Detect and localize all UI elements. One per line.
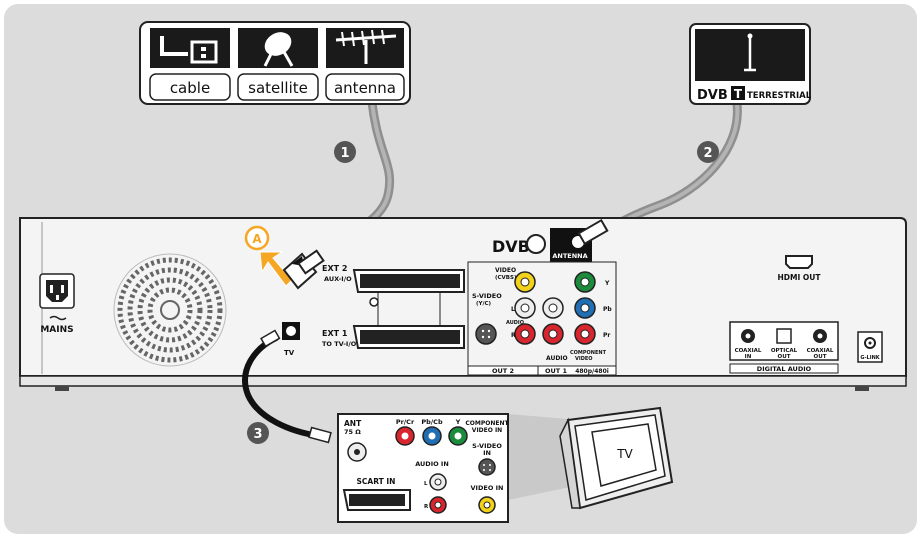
step-1-marker: 1 xyxy=(334,141,356,163)
svg-text:(CVBS): (CVBS) xyxy=(495,275,517,281)
mains-socket: MAINS xyxy=(39,273,75,335)
cable-3-plug-top xyxy=(260,329,281,348)
digital-audio-label: DIGITAL AUDIO xyxy=(757,365,812,373)
tv-antenna-input: TV xyxy=(282,322,300,357)
tv-label: TV xyxy=(616,447,633,461)
svg-text:OUT: OUT xyxy=(814,354,827,360)
step-3-marker: 3 xyxy=(247,422,269,444)
coax-plug-a xyxy=(282,249,325,290)
cable-3-plug-bottom xyxy=(308,426,332,444)
svg-text:Pb/Cb: Pb/Cb xyxy=(421,418,443,426)
coax-plug-2 xyxy=(577,218,609,246)
tower-icon xyxy=(744,33,756,72)
svg-text:L: L xyxy=(511,306,515,313)
svg-text:AUDIO IN: AUDIO IN xyxy=(415,460,449,468)
source-box: cable satellite antenna xyxy=(139,21,411,105)
svg-text:Pb: Pb xyxy=(603,306,612,313)
svg-text:S-VIDEO: S-VIDEO xyxy=(472,292,502,300)
dvb-t-letter: T xyxy=(734,87,743,101)
svg-text:R: R xyxy=(511,332,516,339)
svg-text:COAXIAL: COAXIAL xyxy=(807,348,834,354)
av-output-block: VIDEO (CVBS) S-VIDEO (Y/C) AUDIO AUDIO C… xyxy=(467,261,617,376)
out1-resolution: 480p/480i xyxy=(575,368,609,375)
antenna-input-label: ANTENNA xyxy=(552,252,587,260)
terrestrial-label: TERRESTRIAL xyxy=(747,91,812,101)
svg-text:R: R xyxy=(424,504,429,510)
ground-screw xyxy=(369,297,379,307)
svg-text:COMPONENT: COMPONENT xyxy=(570,350,607,356)
svg-text:1: 1 xyxy=(340,146,349,161)
ext2-sub-label: AUX-I/O xyxy=(324,275,352,283)
svg-text:A: A xyxy=(252,232,262,246)
svg-text:VIDEO IN: VIDEO IN xyxy=(472,427,502,434)
svg-text:Y: Y xyxy=(455,418,461,426)
svg-text:AUDIO: AUDIO xyxy=(506,320,524,326)
antenna-input: ANTENNA xyxy=(550,228,592,262)
fan-grille xyxy=(113,253,227,367)
svg-text:VIDEO IN: VIDEO IN xyxy=(471,484,504,492)
svg-text:COAXIAL: COAXIAL xyxy=(735,348,762,354)
svg-text:75 Ω: 75 Ω xyxy=(344,428,361,436)
cable-label: cable xyxy=(170,79,210,97)
recorder-rear-panel: MAINS A EXT 2 AUX-I/O xyxy=(19,217,907,391)
antenna-label: antenna xyxy=(334,79,396,97)
svg-text:Pr: Pr xyxy=(603,332,610,339)
digital-audio-block: COAXIAL IN OPTICAL OUT COAXIAL OUT DIGIT… xyxy=(729,321,839,374)
svg-text:(Y/C): (Y/C) xyxy=(476,301,492,307)
svg-text:OPTICAL: OPTICAL xyxy=(771,348,798,354)
svg-text:Pr/Cr: Pr/Cr xyxy=(396,418,415,426)
tv-connection-panel: ANT 75 Ω Pr/Cr Pb/Cb Y COMPONENT VIDEO I… xyxy=(337,413,580,523)
svg-text:VIDEO: VIDEO xyxy=(495,267,516,274)
cable-3 xyxy=(242,335,323,439)
dvb-logo-text: DVB xyxy=(697,88,728,103)
svideo-output xyxy=(475,323,497,345)
elink-port: G-LINK xyxy=(857,331,883,363)
svg-text:TV: TV xyxy=(284,349,295,357)
svg-text:2: 2 xyxy=(703,146,712,161)
cable-source-icon xyxy=(150,28,230,68)
antenna-source-icon xyxy=(326,28,404,68)
ext1-label: EXT 1 xyxy=(322,329,348,338)
svg-text:G-LINK: G-LINK xyxy=(860,355,880,361)
svg-text:IN: IN xyxy=(483,449,491,457)
scart-divider xyxy=(377,293,441,326)
tv-svideo-input xyxy=(478,458,496,476)
svg-text:3: 3 xyxy=(253,427,262,442)
tv-set: TV xyxy=(559,406,674,510)
step-2-marker: 2 xyxy=(697,141,719,163)
svg-text:SCART IN: SCART IN xyxy=(357,477,396,486)
svg-text:IN: IN xyxy=(745,354,752,360)
out2-label: OUT 2 xyxy=(492,367,514,375)
hdmi-output: HDMI OUT xyxy=(778,255,822,282)
svg-text:OUT: OUT xyxy=(778,354,791,360)
scart-ext2: EXT 2 AUX-I/O xyxy=(322,264,465,293)
svg-text:VIDEO: VIDEO xyxy=(575,356,593,362)
svg-text:Y: Y xyxy=(604,280,610,287)
svg-text:COMPONENT: COMPONENT xyxy=(465,420,509,427)
svg-text:ANT: ANT xyxy=(344,419,362,428)
dvb-logo-rear: DVB xyxy=(492,237,530,256)
satellite-label: satellite xyxy=(248,79,308,97)
mains-label: MAINS xyxy=(40,325,73,335)
callout-a: A xyxy=(244,225,270,251)
ext2-label: EXT 2 xyxy=(322,264,347,273)
antenna-input-satellite xyxy=(526,234,546,254)
scart-ext1: EXT 1 TO TV-I/O xyxy=(322,325,465,349)
dvb-t-box: DVB T TERRESTRIAL xyxy=(689,23,812,105)
hdmi-out-label: HDMI OUT xyxy=(778,273,822,282)
satellite-source-icon xyxy=(238,28,318,68)
out1-label: OUT 1 xyxy=(545,367,568,375)
svg-text:S-VIDEO: S-VIDEO xyxy=(472,442,502,450)
ext1-sub-label: TO TV-I/O xyxy=(322,340,357,348)
svg-text:L: L xyxy=(424,481,428,487)
svg-text:AUDIO: AUDIO xyxy=(546,355,568,362)
